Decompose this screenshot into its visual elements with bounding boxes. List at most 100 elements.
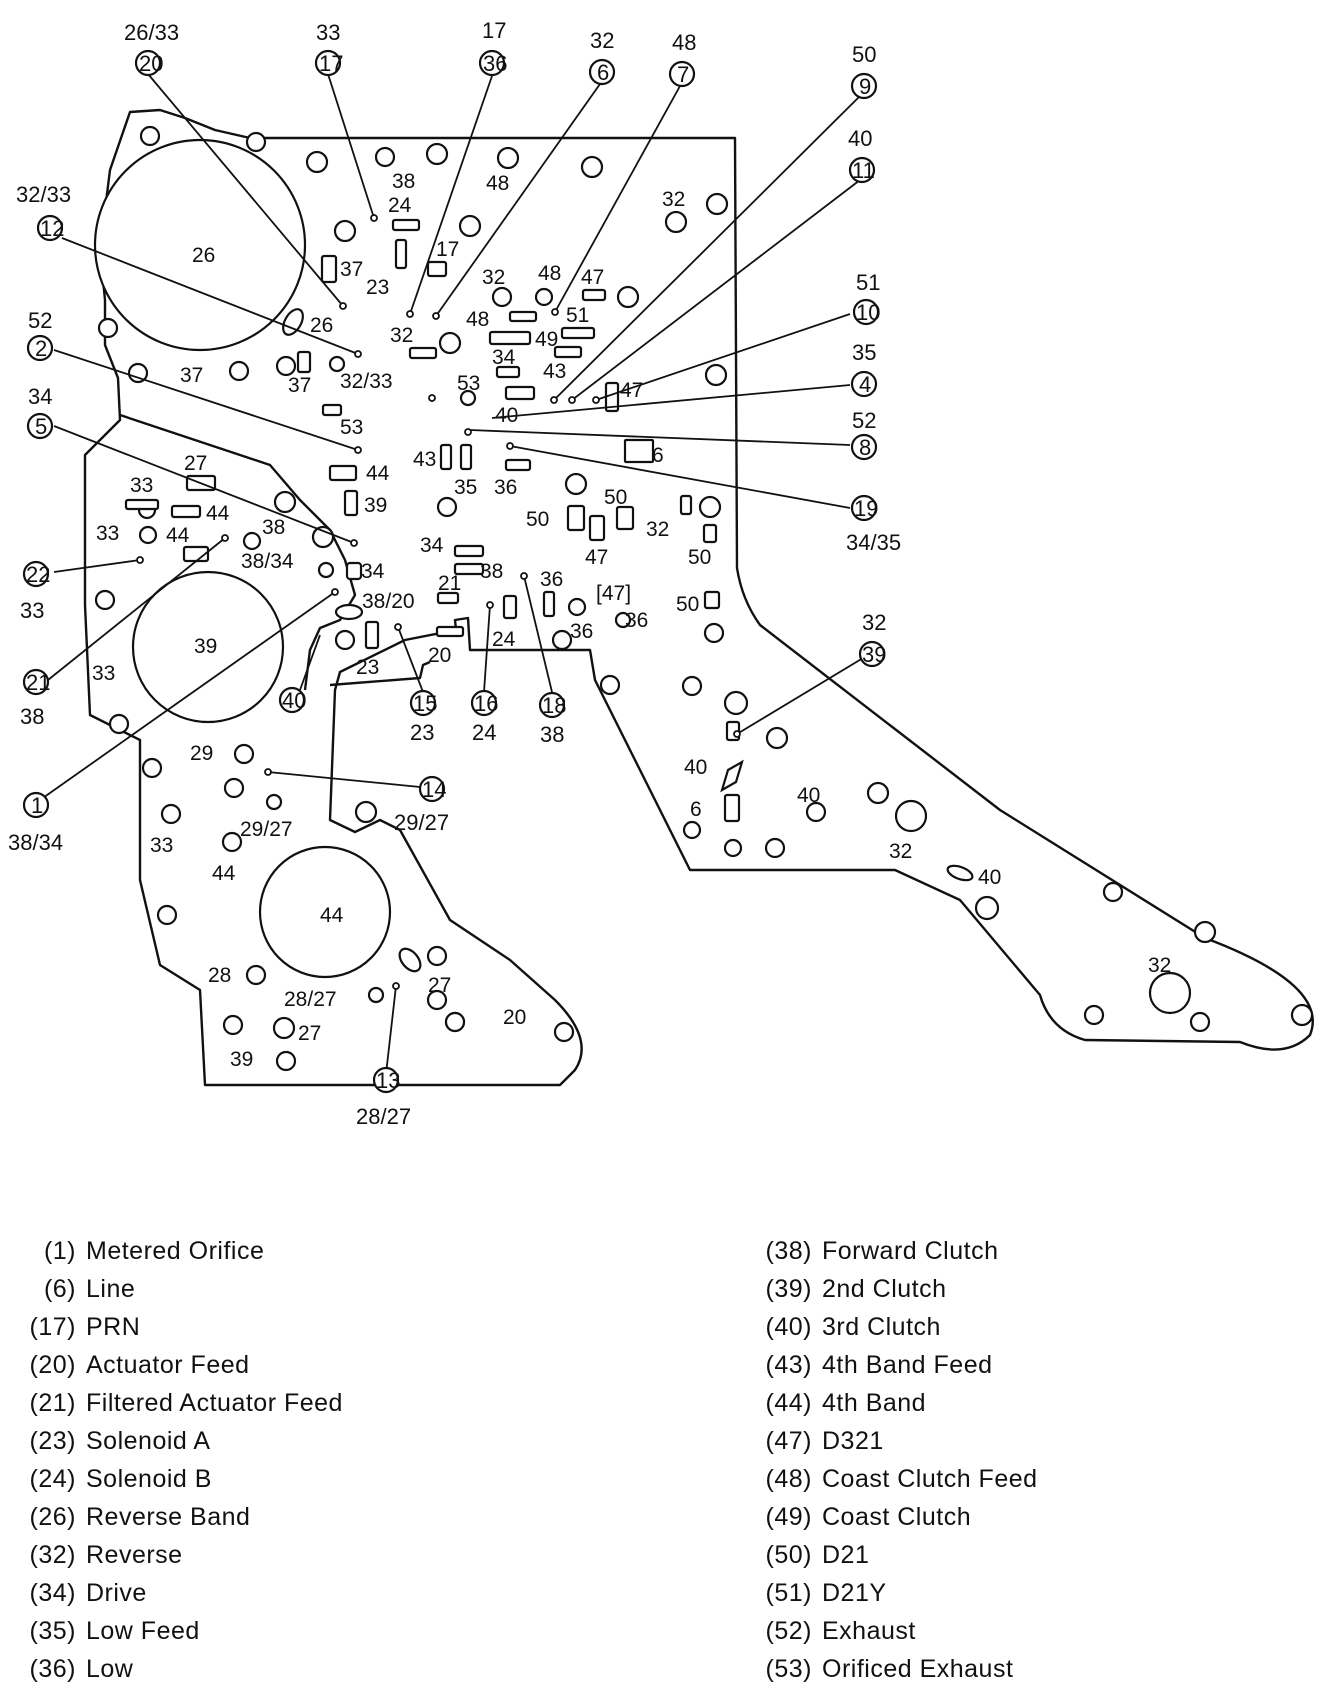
- svg-text:29/27: 29/27: [240, 818, 293, 841]
- callout-40: 40: [278, 686, 306, 714]
- callout-12: 32/33 12: [16, 182, 71, 242]
- legend-item: (34)Drive: [6, 1574, 566, 1612]
- svg-text:33: 33: [150, 834, 173, 857]
- svg-text:48: 48: [486, 172, 509, 195]
- svg-text:28: 28: [208, 964, 231, 987]
- svg-text:23: 23: [356, 656, 379, 679]
- legend-number: (26): [29, 1503, 76, 1531]
- legend-text: Exhaust: [822, 1617, 916, 1645]
- svg-text:33: 33: [316, 20, 340, 45]
- legend-text: Forward Clutch: [822, 1237, 999, 1265]
- svg-text:7: 7: [677, 62, 689, 87]
- svg-text:37: 37: [180, 364, 203, 387]
- svg-text:20: 20: [503, 1006, 526, 1029]
- callout-8: 52 8: [850, 408, 878, 461]
- svg-text:28/27: 28/27: [356, 1104, 411, 1129]
- svg-text:21: 21: [26, 670, 50, 695]
- svg-text:39: 39: [862, 642, 886, 667]
- svg-text:40: 40: [495, 404, 518, 427]
- callout-9: 50 9: [850, 42, 878, 100]
- svg-text:38/20: 38/20: [362, 590, 415, 613]
- svg-text:10: 10: [856, 300, 880, 325]
- svg-text:53: 53: [340, 416, 363, 439]
- legend-text: D21: [822, 1541, 870, 1569]
- svg-text:34: 34: [420, 534, 444, 557]
- callout-14: 14 29/27: [394, 775, 449, 835]
- svg-text:28/27: 28/27: [284, 988, 337, 1011]
- legend-number: (52): [765, 1617, 812, 1645]
- slots: [124, 218, 974, 973]
- legend-number: (39): [765, 1275, 812, 1303]
- bore-44: [258, 845, 392, 979]
- legend-item: (50)D21: [742, 1536, 1302, 1574]
- svg-text:18: 18: [542, 693, 566, 718]
- legend-text: Solenoid A: [86, 1427, 211, 1455]
- legend-item: (23)Solenoid A: [6, 1422, 566, 1460]
- callout-1: 1 38/34: [8, 791, 63, 855]
- legend-text: PRN: [86, 1313, 141, 1341]
- legend-number: (6): [43, 1275, 76, 1303]
- bore-39-label: 39: [194, 635, 217, 658]
- legend-number: (24): [29, 1465, 76, 1493]
- legend-left-column: (1)Metered Orifice (6)Line (17)PRN (20)A…: [6, 1232, 566, 1688]
- legend-text: Reverse Band: [86, 1503, 251, 1531]
- svg-text:36: 36: [570, 620, 593, 643]
- svg-text:34: 34: [492, 346, 516, 369]
- svg-text:17: 17: [436, 238, 459, 261]
- svg-text:38: 38: [392, 170, 415, 193]
- small-holes: [94, 125, 1314, 1072]
- svg-text:39: 39: [230, 1048, 253, 1071]
- svg-text:13: 13: [376, 1068, 400, 1093]
- svg-text:32: 32: [482, 266, 505, 289]
- svg-text:38: 38: [262, 516, 285, 539]
- leader-dots: [136, 214, 741, 990]
- callout-22: 22 33: [20, 560, 50, 623]
- svg-text:32: 32: [590, 28, 614, 53]
- svg-text:38: 38: [480, 560, 503, 583]
- svg-text:5: 5: [35, 414, 47, 439]
- svg-text:14: 14: [422, 777, 446, 802]
- svg-text:[47]: [47]: [596, 582, 631, 605]
- legend-text: Metered Orifice: [86, 1237, 265, 1265]
- svg-text:40: 40: [282, 688, 306, 713]
- legend-number: (1): [43, 1237, 76, 1265]
- bore-26: [93, 138, 307, 352]
- svg-text:17: 17: [319, 51, 343, 76]
- svg-text:34: 34: [28, 384, 52, 409]
- legend-item: (1) Metered Orifice: [6, 1232, 566, 1270]
- legend-number: (48): [765, 1465, 812, 1493]
- svg-text:53: 53: [457, 372, 480, 395]
- callout-11: 40 11: [848, 126, 876, 184]
- legend-text: Coast Clutch Feed: [822, 1465, 1038, 1493]
- legend-number: (47): [765, 1427, 812, 1455]
- svg-text:1: 1: [31, 793, 43, 818]
- legend-item: (32)Reverse: [6, 1536, 566, 1574]
- callout-20: 26/33 20: [124, 20, 179, 77]
- legend-text: Coast Clutch: [822, 1503, 972, 1531]
- callout-6: 32 6: [588, 28, 616, 86]
- svg-text:11: 11: [852, 158, 875, 183]
- svg-text:26/33: 26/33: [124, 20, 179, 45]
- svg-text:27: 27: [184, 452, 207, 475]
- svg-text:8: 8: [859, 435, 871, 460]
- callout-19: 19 34/35: [846, 494, 901, 555]
- svg-text:44: 44: [366, 462, 390, 485]
- svg-text:36: 36: [540, 568, 563, 591]
- legend-text: 2nd Clutch: [822, 1275, 947, 1303]
- callout-39: 32 39: [858, 610, 886, 668]
- callout-18: 18 38: [538, 691, 566, 747]
- legend-text: 3rd Clutch: [822, 1313, 941, 1341]
- legend-item: (24) Solenoid B: [6, 1460, 566, 1498]
- svg-text:36: 36: [494, 476, 517, 499]
- svg-text:40: 40: [684, 756, 707, 779]
- legend-right-column: (38)Forward Clutch (39)2nd Clutch (40)3r…: [742, 1232, 1302, 1688]
- svg-text:34: 34: [361, 560, 385, 583]
- svg-text:20: 20: [139, 51, 163, 76]
- callout-2: 52 2: [26, 308, 54, 362]
- legend-item: (38)Forward Clutch: [742, 1232, 1302, 1270]
- svg-text:22: 22: [26, 562, 50, 587]
- legend-number: (20): [29, 1351, 76, 1379]
- svg-text:2: 2: [35, 336, 47, 361]
- legend-item: (26) Reverse Band: [6, 1498, 566, 1536]
- legend-text: Solenoid B: [86, 1465, 212, 1493]
